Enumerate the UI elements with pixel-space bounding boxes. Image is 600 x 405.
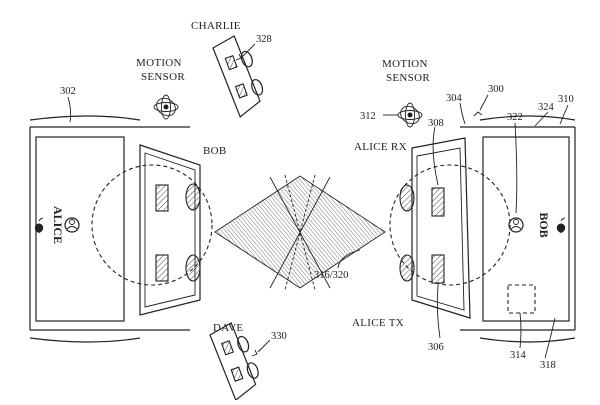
left-motion-sensor-icon xyxy=(153,94,179,120)
left-device: ALICE xyxy=(29,115,213,343)
bob-screen-label: BOB xyxy=(537,212,551,237)
bob-avatar-icon xyxy=(508,217,524,233)
left-sensor-panel xyxy=(139,144,201,316)
beam-316-320 xyxy=(214,174,386,291)
ref-324: 324 xyxy=(538,102,555,113)
alice-rx-label: ALICE RX xyxy=(354,141,407,153)
alice-tx-label: ALICE TX xyxy=(352,317,404,329)
alice-avatar-icon xyxy=(64,217,80,233)
ref-322: 322 xyxy=(507,112,523,123)
ref-314: 314 xyxy=(510,350,527,361)
ref-300: 300 xyxy=(488,84,504,95)
dave-label: DAVE xyxy=(213,322,243,334)
ref-308: 308 xyxy=(428,118,444,129)
motion-sensor-left-label-line1: MOTION xyxy=(136,57,182,69)
bob-left-label: BOB xyxy=(203,145,227,157)
motion-sensor-right-label-line2: SENSOR xyxy=(386,72,430,84)
motion-sensor-right-label-line1: MOTION xyxy=(382,58,428,70)
motion-sensor-left-label-line2: SENSOR xyxy=(141,71,185,83)
ref-306: 306 xyxy=(428,342,444,353)
dashed-region-314 xyxy=(507,284,536,314)
ref-318: 318 xyxy=(540,360,556,371)
apple-logo-icon xyxy=(34,217,44,233)
ref-330: 330 xyxy=(271,331,287,342)
ref-302: 302 xyxy=(60,86,76,97)
ref-310: 310 xyxy=(558,94,574,105)
right-motion-sensor-icon xyxy=(397,102,423,128)
dave-device xyxy=(209,322,259,402)
right-sensor-panel xyxy=(399,137,471,319)
ref-312: 312 xyxy=(360,111,376,122)
right-zoom-circle xyxy=(389,164,511,286)
alice-screen-label: ALICE xyxy=(51,206,65,244)
right-device: BOB xyxy=(389,115,576,343)
apple-logo-right-icon xyxy=(556,217,566,233)
charlie-device xyxy=(212,35,264,118)
left-zoom-circle xyxy=(91,164,213,286)
ref-328: 328 xyxy=(256,34,272,45)
leader-lines xyxy=(67,43,569,359)
ref-316-320: 316/320 xyxy=(314,270,348,281)
ref-304: 304 xyxy=(446,93,463,104)
charlie-label: CHARLIE xyxy=(191,20,241,32)
